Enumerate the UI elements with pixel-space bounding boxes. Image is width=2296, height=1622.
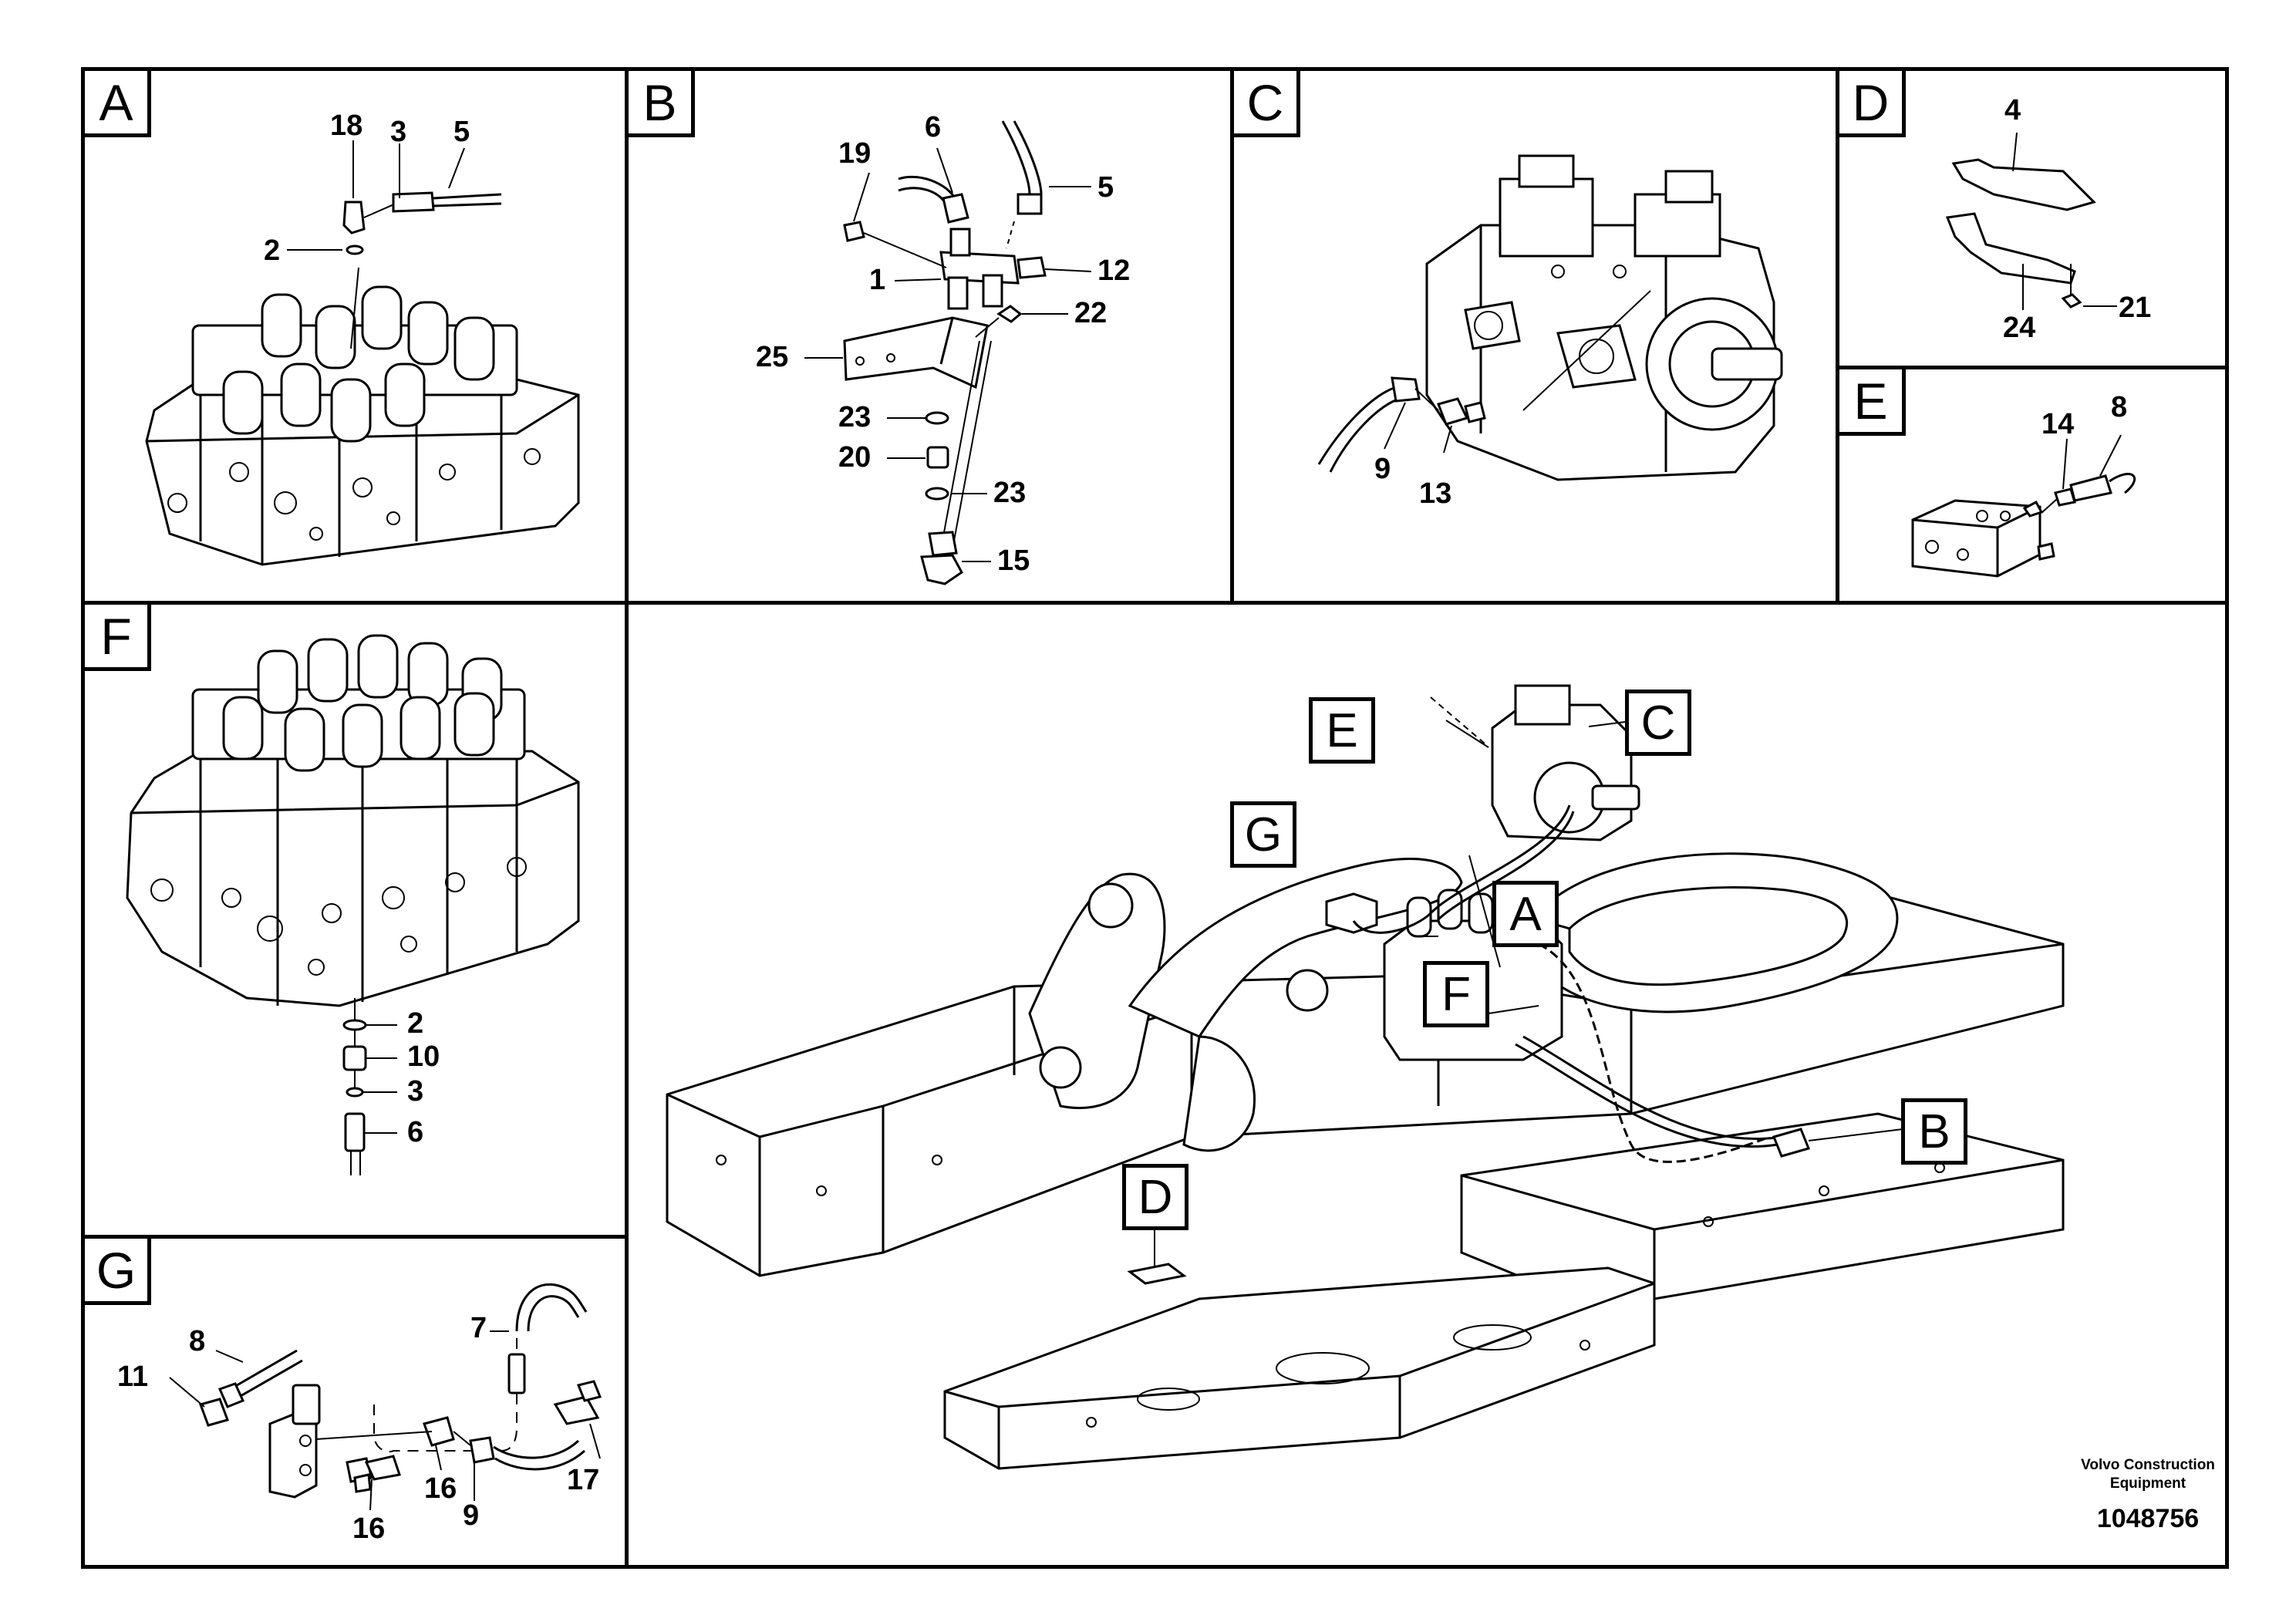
manufacturer-line-1: Volvo Construction [2081, 1457, 2215, 1473]
panel-d-tag: D [1839, 71, 1906, 137]
panel-overview: C E G A F B D [625, 601, 2229, 1569]
callout-3: 3 [407, 1075, 424, 1108]
callout-19: 19 [838, 137, 872, 170]
panel-a-tag: A [85, 71, 151, 137]
manufacturer-line-2: Equipment [2109, 1475, 2186, 1492]
callout-2: 2 [407, 1007, 424, 1040]
panel-e-tag: E [1839, 369, 1906, 436]
overview-ref-c: C [1625, 690, 1691, 756]
callout-9: 9 [1374, 453, 1391, 485]
overview-ref-a: A [1492, 881, 1559, 947]
callout-12: 12 [1097, 255, 1131, 287]
overview-frame-illustration [666, 684, 2065, 1470]
callout-21: 21 [2119, 292, 2152, 324]
callout-7: 7 [470, 1312, 487, 1344]
panel-c: C 9 13 [1230, 67, 1839, 605]
panel-f: F 2 10 3 6 [81, 601, 629, 1239]
overview-ref-g: G [1230, 801, 1296, 868]
panel-c-tag: C [1234, 71, 1300, 137]
callout-24: 24 [2003, 312, 2036, 344]
panel-b: B [625, 67, 1234, 605]
overview-ref-e: E [1309, 697, 1375, 764]
callout-6: 6 [407, 1116, 424, 1148]
panel-a-valve-illustration [145, 140, 580, 566]
panel-d: D 4 24 21 [1836, 67, 2229, 369]
callout-14: 14 [2041, 408, 2075, 440]
callout-15: 15 [997, 545, 1030, 577]
panel-b-tag: B [629, 71, 695, 137]
callout-11: 11 [117, 1361, 149, 1393]
panel-g: G 8 7 [81, 1235, 629, 1569]
callout-2: 2 [264, 234, 281, 267]
callout-16: 16 [424, 1472, 457, 1505]
callout-17: 17 [567, 1464, 600, 1496]
overview-ref-f: F [1423, 961, 1489, 1027]
callout-9: 9 [463, 1499, 480, 1532]
panel-g-hose-illustration [169, 1283, 602, 1511]
callout-20: 20 [838, 441, 872, 474]
callout-4: 4 [2004, 94, 2021, 126]
manufacturer-label: Volvo Construction Equipment [2040, 1456, 2256, 1493]
panel-f-valve-illustration [126, 634, 580, 1175]
callout-8: 8 [2111, 391, 2128, 423]
panel-f-tag: F [85, 605, 151, 671]
callout-23: 23 [838, 401, 872, 433]
callout-13: 13 [1419, 477, 1452, 510]
panel-c-pump-illustration [1317, 154, 1783, 481]
panel-b-bracket-illustration [804, 120, 1092, 585]
callout-5: 5 [1097, 171, 1114, 204]
callout-25: 25 [756, 341, 789, 373]
callout-3: 3 [390, 116, 407, 148]
callout-10: 10 [407, 1040, 440, 1073]
panel-e-valve-illustration [1911, 434, 2136, 578]
callout-5: 5 [453, 116, 470, 148]
callout-16: 16 [352, 1512, 386, 1545]
overview-ref-b: B [1901, 1098, 1967, 1165]
panel-e: E 14 8 [1836, 366, 2229, 605]
callout-6: 6 [925, 111, 942, 143]
panel-a: A 18 3 5 2 [81, 67, 629, 605]
panel-g-tag: G [85, 1239, 151, 1305]
overview-ref-d: D [1122, 1164, 1188, 1230]
drawing-number: 1048756 [2096, 1504, 2200, 1533]
callout-8: 8 [189, 1325, 206, 1357]
callout-22: 22 [1074, 297, 1108, 329]
callout-1: 1 [869, 264, 886, 296]
panel-d-bracket-illustration [1945, 132, 2117, 310]
callout-23: 23 [993, 477, 1027, 509]
callout-18: 18 [330, 110, 363, 142]
